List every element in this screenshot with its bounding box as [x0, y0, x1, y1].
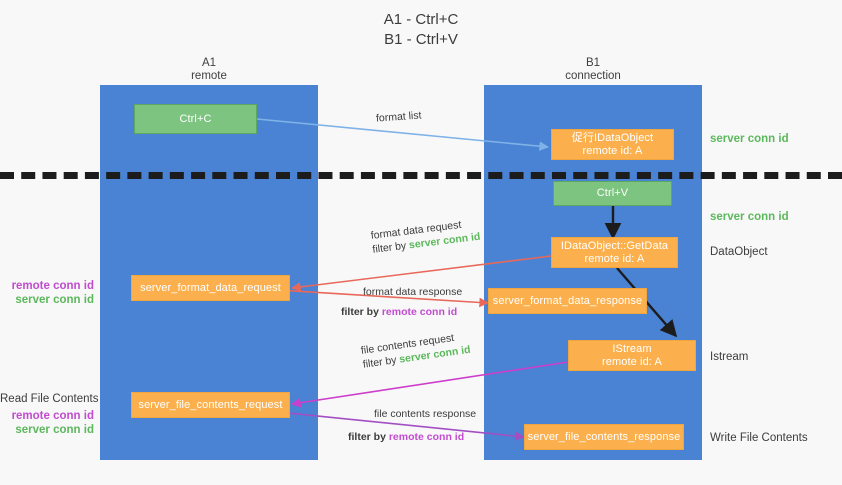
node-idataobject-line-1: 促行IDataObject [571, 131, 654, 144]
edge-label-format-list: format list [376, 108, 422, 125]
lane-header-a1: A1 remote [100, 57, 318, 83]
edge-label-format-data-response-line-2: filter by remote conn id [341, 305, 462, 319]
node-idataobject-getdata[interactable]: IDataObject::GetData remote id: A [551, 237, 678, 268]
label-server-conn-id-1: server conn id [15, 294, 94, 306]
node-getdata-line-2: remote id: A [584, 252, 645, 265]
label-server-conn-id-mid-text: server conn id [710, 211, 789, 223]
edge-label-format-data-response-line-1: format data response [363, 286, 463, 298]
title-line-2: B1 - Ctrl+V [384, 31, 458, 48]
lane-b1-sub: connection [565, 70, 621, 82]
fcp-filter-prefix: filter by [348, 431, 389, 443]
edge-label-file-contents-response-line-2: filter by remote conn id [348, 430, 476, 444]
label-istream-text: Istream [710, 351, 749, 363]
label-write-file-contents: Write File Contents [710, 431, 808, 445]
node-istream-line-1: IStream [612, 342, 652, 355]
node-getdata-line-1: IDataObject::GetData [560, 239, 669, 252]
label-conn-id-group-2: remote conn id server conn id [0, 409, 94, 437]
label-read-file-contents-text: Read File Contents [0, 393, 99, 405]
label-dataobject: DataObject [710, 245, 768, 259]
edge-label-file-contents-request: file contents request filter by server c… [360, 329, 471, 372]
node-ctrl-v-label: Ctrl+V [596, 187, 629, 199]
label-istream: Istream [710, 350, 748, 364]
node-server-file-contents-response-label: server_file_contents_response [527, 430, 681, 443]
node-idataobject-line-2: remote id: A [582, 144, 643, 157]
lane-header-b1: B1 connection [484, 57, 702, 83]
node-server-file-contents-request[interactable]: server_file_contents_request [131, 392, 290, 418]
node-istream-line-2: remote id: A [602, 355, 662, 368]
node-ctrl-c[interactable]: Ctrl+C [134, 104, 257, 134]
label-server-conn-id-top: server conn id [710, 132, 789, 146]
fdp-filter-value: remote conn id [381, 306, 458, 318]
label-remote-conn-id-2: remote conn id [11, 410, 94, 422]
node-idataobject[interactable]: 促行IDataObject remote id: A [551, 129, 674, 160]
label-server-conn-id-mid: server conn id [710, 210, 789, 224]
node-server-format-data-request-label: server_format_data_request [140, 281, 281, 294]
label-server-conn-id-top-text: server conn id [710, 133, 789, 145]
page-title: A1 - Ctrl+C B1 - Ctrl+V [0, 10, 842, 50]
edge-label-format-list-text: format list [375, 109, 422, 125]
node-server-file-contents-response[interactable]: server_file_contents_response [524, 424, 684, 450]
edge-label-file-contents-response: file contents response filter by remote … [348, 407, 477, 444]
node-server-format-data-response-label: server_format_data_response [492, 294, 643, 307]
fcr-filter-prefix: filter by [362, 353, 401, 371]
lane-a1-sub: remote [191, 70, 227, 82]
phase-divider [0, 172, 842, 179]
edge-label-format-data-response: format data response filter by remote co… [341, 285, 463, 319]
node-server-file-contents-request-label: server_file_contents_request [138, 398, 283, 411]
edge-label-file-contents-response-line-1: file contents response [374, 408, 477, 420]
label-server-conn-id-2: server conn id [15, 424, 94, 436]
edge-label-format-data-request: format data request filter by server con… [370, 216, 481, 257]
label-read-file-contents: Read File Contents [0, 392, 98, 406]
fcp-filter-value: remote conn id [388, 431, 465, 443]
node-server-format-data-response[interactable]: server_format_data_response [488, 288, 647, 314]
node-ctrl-v[interactable]: Ctrl+V [553, 181, 672, 206]
fdr-filter-prefix: filter by [371, 239, 410, 256]
lane-a1-name: A1 [201, 57, 217, 69]
lane-b1-name: B1 [585, 57, 601, 69]
label-conn-id-group-1: remote conn id server conn id [0, 279, 94, 307]
label-remote-conn-id-1: remote conn id [11, 280, 94, 292]
label-dataobject-text: DataObject [710, 246, 768, 258]
node-istream[interactable]: IStream remote id: A [568, 340, 696, 371]
title-line-1: A1 - Ctrl+C [383, 11, 459, 28]
node-server-format-data-request[interactable]: server_format_data_request [131, 275, 290, 301]
node-ctrl-c-label: Ctrl+C [179, 112, 212, 125]
fdp-filter-prefix: filter by [341, 306, 382, 318]
label-write-file-contents-text: Write File Contents [710, 432, 808, 444]
